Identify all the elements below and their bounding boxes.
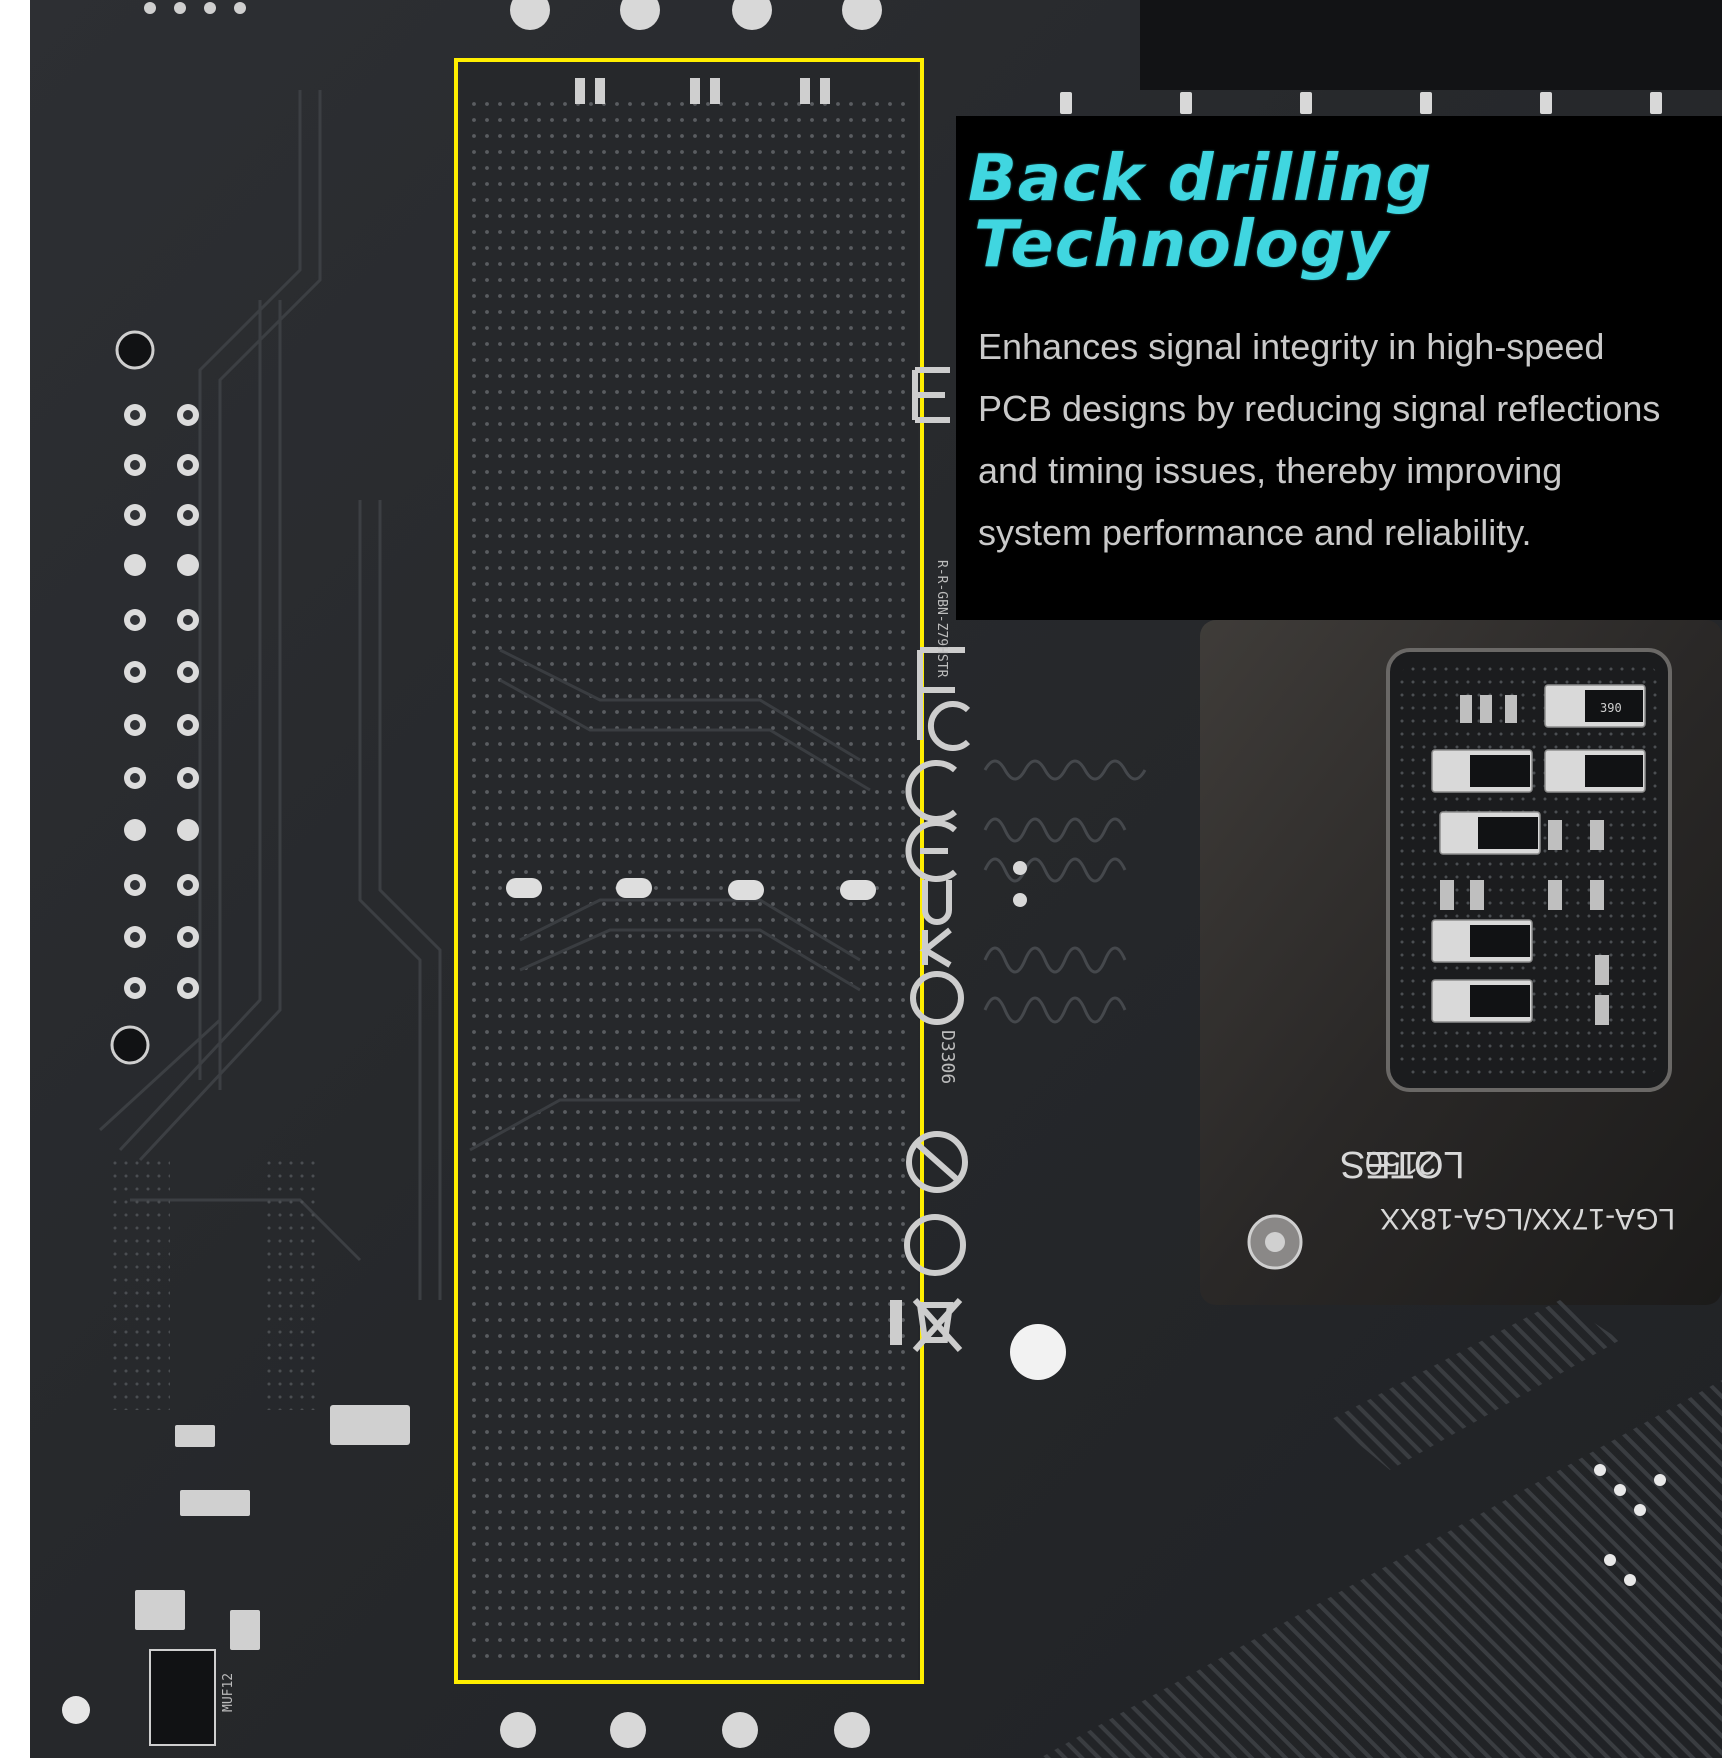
callout-description: Enhances signal integrity in high-speed … bbox=[978, 326, 1661, 553]
cap-label: 390 bbox=[1600, 701, 1622, 715]
mounting-hole bbox=[1010, 1324, 1066, 1380]
left-traces bbox=[98, 90, 442, 1300]
socket-type: LGA-17XX/LGA-18XX bbox=[1380, 1202, 1675, 1235]
pb-free-icon bbox=[906, 1131, 968, 1193]
weee-bin-icon bbox=[912, 1297, 963, 1353]
backdrill-via-region bbox=[460, 62, 918, 1680]
callout-title-line2: Technology bbox=[974, 208, 1390, 282]
diagonal-traces bbox=[1040, 1380, 1722, 1758]
ce-mark-icon bbox=[905, 760, 957, 882]
top-edge-connectors bbox=[144, 0, 882, 30]
fc-mark-icon bbox=[917, 647, 971, 751]
socket-code: 2150 bbox=[1365, 1145, 1436, 1181]
recycle-10-icon bbox=[904, 1214, 966, 1276]
callout-title: Back drilling Technology bbox=[968, 146, 1722, 278]
ic-label: MUF12 bbox=[221, 1673, 236, 1712]
left-header-pins bbox=[110, 330, 199, 1065]
cert-code: R-R-GBN-Z79HSTR bbox=[934, 560, 949, 678]
rohs-mark-icon bbox=[910, 971, 964, 1025]
highlight-box bbox=[454, 58, 924, 1684]
eac-mark-icon bbox=[912, 367, 950, 423]
bottom-edge-connectors bbox=[62, 1696, 870, 1748]
part-code: D3306 bbox=[937, 1030, 958, 1084]
ic-chip bbox=[149, 1649, 216, 1746]
dimm-pads bbox=[1060, 92, 1662, 114]
socket-vendor: LOTES bbox=[1340, 1143, 1465, 1185]
cpu-socket: 390 LOTES 2150 LGA-17XX/LGA-18XX bbox=[1200, 620, 1722, 1305]
info-callout: Back drilling Technology Enhances signal… bbox=[956, 116, 1722, 620]
ukca-mark-icon bbox=[919, 880, 952, 968]
certification-marks bbox=[890, 367, 971, 1353]
callout-title-line1: Back drilling bbox=[968, 142, 1433, 216]
serpentine-traces bbox=[983, 759, 1147, 1024]
lower-left-components bbox=[135, 1405, 410, 1650]
